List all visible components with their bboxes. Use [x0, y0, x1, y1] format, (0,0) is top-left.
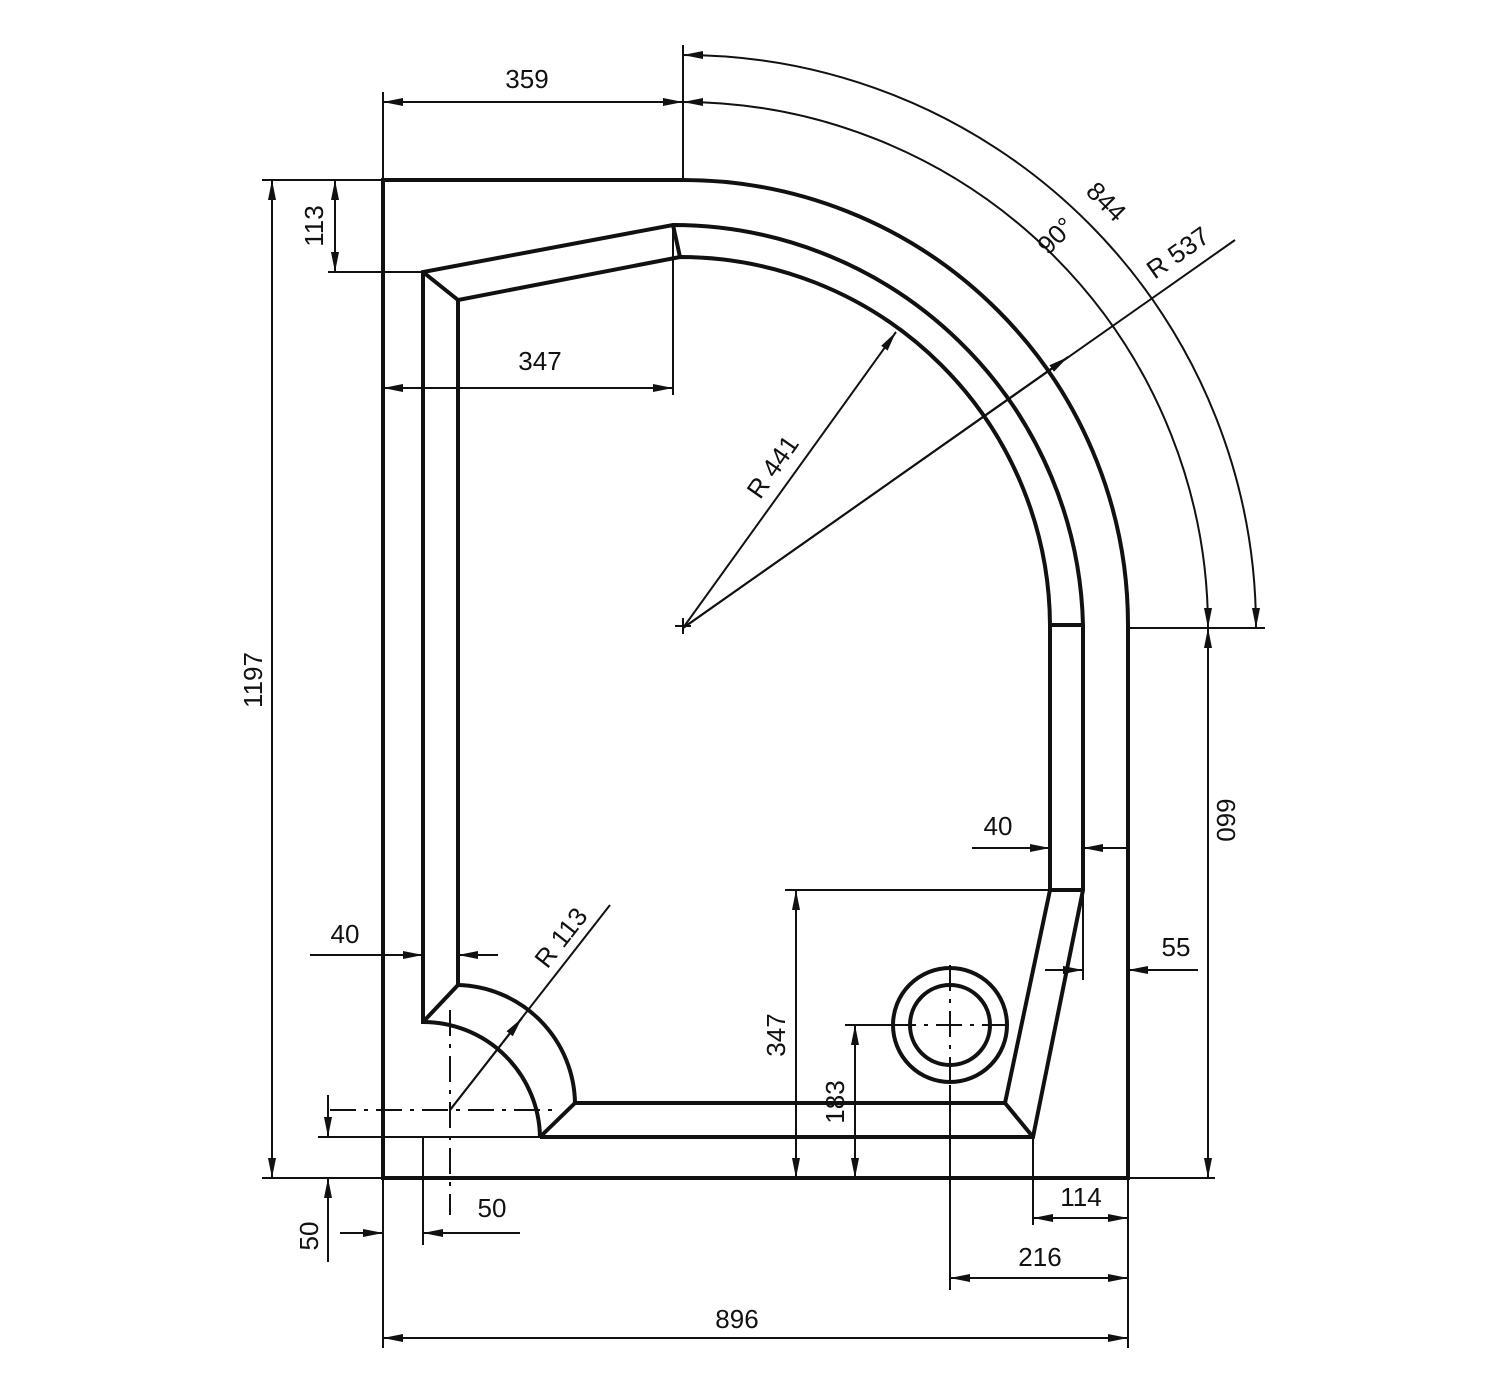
- dim-wall-right: 40: [984, 811, 1013, 841]
- dim-bottom-offset: 50: [294, 1222, 324, 1251]
- center-lines: [330, 618, 1015, 1215]
- dim-top-width: 359: [505, 64, 548, 94]
- extension-lines: [262, 45, 1265, 1348]
- dimension-lines: [268, 51, 1260, 1342]
- dim-total-height: 1197: [238, 652, 268, 708]
- basin-inner-edge: [456, 254, 1052, 1105]
- dim-drain-box-height: 347: [761, 1013, 791, 1056]
- dim-side-offset: 50: [478, 1193, 507, 1223]
- dim-wall-left: 40: [331, 919, 360, 949]
- dim-offset-right: 55: [1162, 932, 1191, 962]
- dim-arc-angle: 90°: [1031, 211, 1080, 260]
- dim-outer-radius: R 537: [1141, 220, 1215, 284]
- dim-inner-radius: R 441: [740, 430, 804, 504]
- dim-inner-width: 347: [518, 346, 561, 376]
- dim-total-width: 896: [715, 1304, 758, 1334]
- dim-drain-center-height: 183: [820, 1080, 850, 1123]
- dim-drain-center-from-right: 216: [1018, 1242, 1061, 1272]
- dim-drain-right-edge: 114: [1060, 1182, 1101, 1212]
- dim-right-height: 660: [1211, 798, 1241, 841]
- dim-left-drop: 113: [299, 205, 329, 246]
- outer-outline: [381, 178, 1130, 1180]
- dim-arc-length: 844: [1080, 176, 1132, 228]
